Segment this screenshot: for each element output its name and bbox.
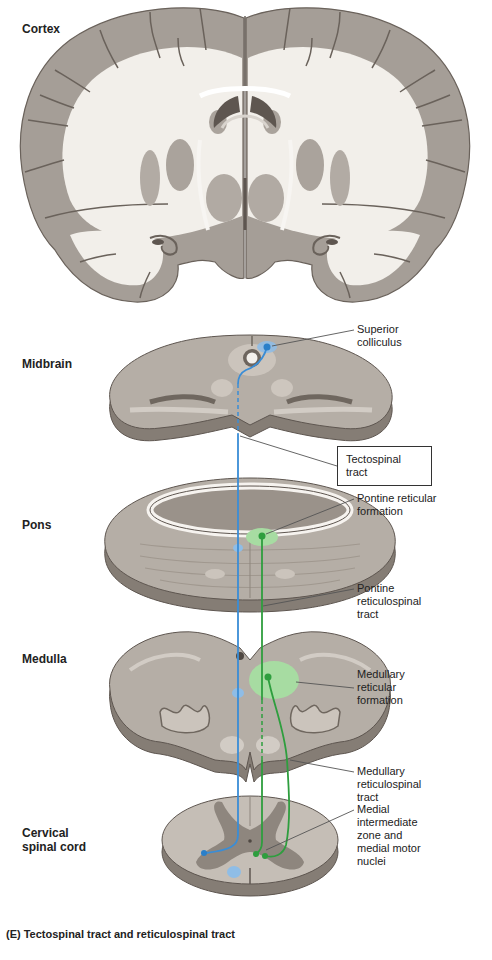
region-label: Medulla [22, 652, 102, 666]
fornix [222, 116, 268, 128]
structure-label: Medullary reticular formation [357, 668, 437, 707]
tract-origin [265, 674, 272, 681]
slab-top [105, 478, 396, 600]
corpus-callosum [200, 89, 290, 97]
tract-end [262, 853, 268, 859]
fourth-ventricle [150, 486, 350, 534]
substantia-nigra [150, 397, 215, 402]
substantia-nigra [287, 397, 352, 402]
structure-label: Medullary reticulospinal tract [357, 765, 442, 804]
red-nucleus [271, 379, 293, 397]
aqueduct-rim [243, 349, 261, 367]
internal-capsule [282, 140, 292, 230]
colliculus-groove [251, 336, 253, 346]
superior-colliculus-area [257, 341, 277, 353]
pons-slab [105, 478, 396, 612]
cerebellar-peduncle [300, 655, 370, 670]
posterior-median-septum [250, 796, 251, 826]
right-hemisphere [246, 8, 470, 302]
cerebral-peduncle [274, 409, 372, 412]
slab-top [110, 335, 393, 429]
corticospinal-bundle [275, 569, 295, 579]
tract-origin [264, 344, 271, 351]
corticospinal-bundle [205, 569, 225, 579]
leader-line [263, 589, 354, 606]
leader-line [272, 330, 354, 346]
interhemispheric-fissure [244, 16, 246, 88]
slab-top [110, 632, 391, 770]
cerebral-peduncle [130, 409, 228, 412]
leader-line [266, 499, 354, 534]
tract-line-hidden [237, 384, 239, 434]
leader-line [266, 810, 354, 850]
spinal-cord-slab [162, 796, 338, 896]
tract-origin [259, 533, 266, 540]
box-text: Tectospinal tract [346, 453, 423, 479]
tract-line-hidden [261, 700, 263, 760]
leader-line [296, 682, 354, 688]
leader-lines [240, 330, 354, 850]
inferior-olive [291, 705, 340, 732]
coronal-section [20, 8, 469, 302]
pyramid [220, 736, 244, 754]
figure-caption: (E) Tectospinal tract and reticulospinal… [6, 928, 486, 941]
tract-end [201, 850, 207, 856]
tract-line [266, 677, 289, 857]
tract-line [238, 347, 267, 384]
pyramid [256, 736, 280, 754]
reticulospinal-tracts [246, 528, 299, 859]
leader-line [240, 436, 337, 466]
tract-end [253, 851, 259, 857]
raphe [250, 536, 251, 598]
inferior-olive [160, 705, 209, 732]
region-label: Cortex [22, 22, 102, 36]
central-canal [248, 839, 252, 843]
midbrain-slab [110, 335, 393, 441]
medullary-reticular-area [249, 661, 299, 699]
anterior-median-fissure [249, 868, 251, 884]
left-hemisphere [20, 8, 244, 302]
tract-line [256, 760, 262, 854]
structure-label: Superior colliculus [357, 323, 442, 349]
tract-cross-section [227, 866, 241, 878]
callout-box: Tectospinal tract [337, 446, 432, 486]
region-label: Pons [22, 518, 102, 532]
structure-label: Pontine reticulospinal tract [357, 582, 442, 621]
aqueduct [247, 353, 258, 364]
red-nucleus [211, 379, 233, 397]
structure-label: Pontine reticular formation [357, 492, 437, 518]
region-label: Cervical spinal cord [22, 826, 102, 854]
third-ventricle [244, 178, 247, 230]
slab-top [162, 796, 338, 884]
structure-label: Medial intermediate zone and medial moto… [357, 803, 437, 868]
fourth-ventricle-rim [150, 486, 350, 534]
periaqueductal-gray [228, 344, 276, 376]
medulla-slab [110, 632, 391, 782]
region-label: Midbrain [22, 357, 102, 371]
tract-line [206, 434, 238, 853]
internal-capsule [198, 140, 208, 230]
tract-line [261, 536, 263, 700]
cerebellar-peduncle [130, 655, 200, 670]
leader-line [290, 760, 354, 772]
tectospinal-tract [201, 341, 277, 878]
